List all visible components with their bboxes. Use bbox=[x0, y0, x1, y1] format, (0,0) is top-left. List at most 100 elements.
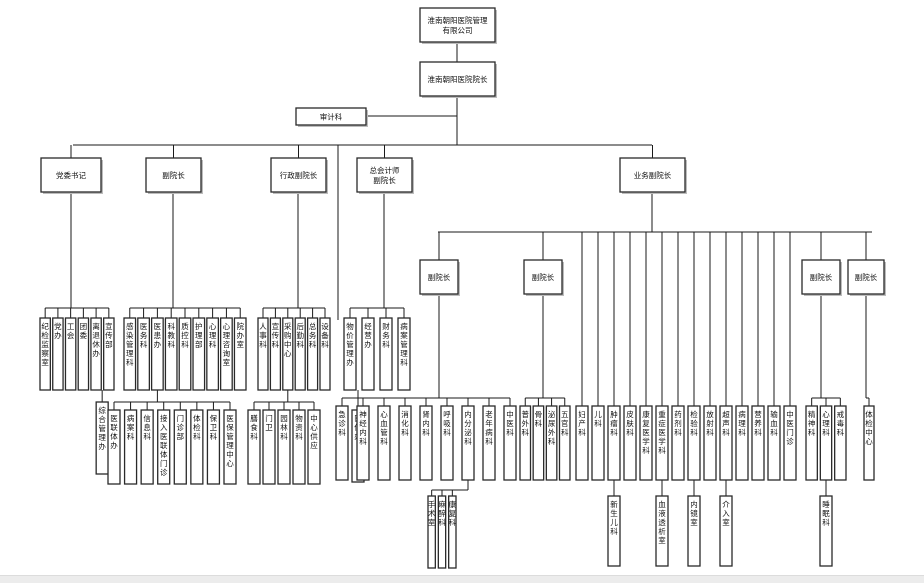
dept-g1-5-frame bbox=[419, 405, 433, 481]
dept-g3-2: 儿科 bbox=[591, 405, 605, 481]
admin-sub-5-frame bbox=[307, 409, 321, 485]
dept-g1-5: 肾内科 bbox=[419, 405, 433, 481]
admin-unit-4-frame bbox=[294, 317, 306, 391]
dept-g3-sub-3-label: 内镜室 bbox=[690, 499, 698, 527]
vp-a-unit-1-label: 感染管理科 bbox=[126, 321, 134, 367]
admin-sub-1-frame bbox=[247, 409, 261, 485]
dept-g3-sub-2: 血液透析室 bbox=[655, 495, 669, 567]
admin-unit-4: 后勤科 bbox=[294, 317, 306, 391]
dept-g1-6: 呼吸科 bbox=[440, 405, 454, 481]
vp-a-sub-2: 病案科 bbox=[123, 409, 138, 485]
dept-g1-sub-1-frame bbox=[427, 495, 436, 569]
dept-g4-1-frame bbox=[805, 405, 818, 481]
dept-g4-2: 心理科 bbox=[819, 405, 833, 481]
dept-g3-6: 重症医学科 bbox=[655, 405, 669, 481]
admin-sub-3: 园林科 bbox=[277, 409, 291, 485]
dept-g3-sub-4-frame bbox=[719, 495, 733, 567]
vp-a-node-frame bbox=[145, 157, 202, 193]
admin-unit-5: 总务科 bbox=[306, 317, 319, 391]
dept-g1-sub-3-frame bbox=[448, 495, 457, 569]
dept-g3-2-frame bbox=[591, 405, 605, 481]
dept-g2-3-label: 泌尿外科 bbox=[548, 409, 556, 446]
dept-g3-11: 病理科 bbox=[735, 405, 749, 481]
dept-g3-2-label: 儿科 bbox=[594, 410, 602, 428]
dept-g1-1: 急诊科 bbox=[335, 405, 349, 481]
finance-unit-1-label: 物价管理办 bbox=[346, 321, 354, 367]
dept-g4-2-frame bbox=[819, 405, 833, 481]
sub-vp-1-node-label: 副院长 bbox=[428, 272, 451, 282]
admin-unit-3-label: 采购中心 bbox=[284, 321, 292, 358]
dept-g1-8: 老年病科 bbox=[482, 405, 496, 481]
dept-g3-1-label: 妇产科 bbox=[578, 409, 586, 437]
dept-g4-sub-1-label: 睡眠科 bbox=[822, 500, 830, 527]
dept-g4-3: 戒毒科 bbox=[834, 405, 847, 481]
dept-g1-sub-3: 康复科 bbox=[448, 495, 457, 569]
vp-a-unit-9: 院办室 bbox=[233, 317, 247, 391]
admin-unit-6-frame bbox=[319, 317, 331, 391]
dept-g1-3-frame bbox=[377, 405, 391, 481]
finance-unit-3-label: 财务科 bbox=[382, 321, 390, 349]
dept-g1-1-frame bbox=[335, 405, 349, 481]
party-unit-2-label: 党办 bbox=[54, 321, 62, 340]
dept-g2-2: 骨科 bbox=[532, 405, 545, 481]
dept-g3-14: 中医门诊 bbox=[783, 405, 797, 481]
dept-g3-6-frame bbox=[655, 405, 669, 481]
finance-unit-3: 财务科 bbox=[379, 317, 393, 391]
vp-a-sub-5-label: 门诊部 bbox=[177, 414, 185, 441]
dept-g2-2-label: 骨科 bbox=[535, 410, 543, 428]
dept-g4-sub-1-frame bbox=[819, 495, 833, 567]
admin-sub-1-label: 膳食科 bbox=[250, 413, 258, 441]
party-unit-1-label: 纪检监察室 bbox=[41, 321, 49, 367]
vp-a-sub-7-frame bbox=[206, 409, 221, 485]
dept-g3-14-label: 中医门诊 bbox=[786, 409, 794, 446]
finance-vp-node-label: 总会计师 bbox=[370, 165, 400, 175]
admin-sub-3-frame bbox=[277, 409, 291, 485]
vp-a-sub-8: 医保管理中心 bbox=[223, 409, 237, 485]
dept-g1-8-label: 老年病科 bbox=[485, 409, 493, 446]
party-unit-1: 纪检监察室 bbox=[39, 317, 51, 391]
dept-g3-1-frame bbox=[575, 405, 589, 481]
dept-g1-7: 内分泌科 bbox=[461, 405, 475, 481]
dept-g3-10-frame bbox=[719, 405, 733, 481]
dept-g3-13-label: 输血科 bbox=[770, 409, 778, 437]
medical-vp-node-frame bbox=[619, 157, 686, 193]
connector-lines bbox=[44, 44, 872, 496]
vp-a-unit-8-label: 心理咨询室 bbox=[223, 322, 231, 367]
dept-g2-1-frame bbox=[519, 405, 532, 481]
audit-node: 审计科 bbox=[295, 107, 368, 127]
party-unit-6-frame bbox=[103, 317, 115, 391]
admin-unit-5-label: 总务科 bbox=[309, 321, 317, 349]
vp-a-unit-6: 护理部 bbox=[192, 317, 206, 391]
sub-vp-4-node: 副院长 bbox=[847, 259, 886, 296]
vp-a-unit-2-label: 医务科 bbox=[140, 322, 148, 349]
dept-g3-11-frame bbox=[735, 405, 749, 481]
dept-g1-7-label: 内分泌科 bbox=[464, 409, 472, 446]
dept-g3-sub-1-label: 新生儿科 bbox=[610, 499, 618, 536]
dept-g1-sub-1-label: 手术室 bbox=[428, 499, 436, 527]
vp-a-unit-3-label: 医患办 bbox=[154, 322, 162, 349]
org-nodes: 淮南朝阳医院管理有限公司淮南朝阳医院院长审计科党委书记副院长行政副院长总会计师副… bbox=[39, 7, 886, 569]
vp-a-sub-3: 信息科 bbox=[140, 409, 154, 485]
admin-unit-4-label: 后勤科 bbox=[296, 321, 304, 349]
dept-g3-sub-3-frame bbox=[687, 495, 701, 567]
dept-g1-sub-2: 麻醉科 bbox=[437, 495, 447, 569]
sub-vp-1-node: 副院长 bbox=[419, 259, 460, 296]
party-unit-1-frame bbox=[39, 317, 51, 391]
vp-a-sub-6: 体检科 bbox=[190, 409, 204, 485]
party-unit-2: 党办 bbox=[52, 317, 64, 391]
party-unit-3-label: 工会 bbox=[67, 322, 75, 340]
vp-a-sub-7-label: 保卫科 bbox=[210, 414, 218, 441]
dept-g1-6-label: 呼吸科 bbox=[443, 409, 451, 437]
dept-g5-1-label: 体检中心 bbox=[865, 409, 873, 446]
admin-sub-2-label: 门卫 bbox=[265, 414, 273, 432]
finance-unit-4: 病案管理科 bbox=[397, 317, 411, 391]
party-sub-1: 综合管理办 bbox=[95, 401, 109, 475]
party-unit-3-frame bbox=[64, 317, 77, 391]
dept-g1-6-frame bbox=[440, 405, 454, 481]
admin-sub-2: 门卫 bbox=[262, 409, 276, 485]
dept-g3-7: 药剂科 bbox=[671, 405, 685, 481]
dept-g3-7-label: 药剂科 bbox=[674, 409, 682, 437]
dept-g1-8-frame bbox=[482, 405, 496, 481]
admin-unit-3: 采购中心 bbox=[282, 317, 294, 391]
